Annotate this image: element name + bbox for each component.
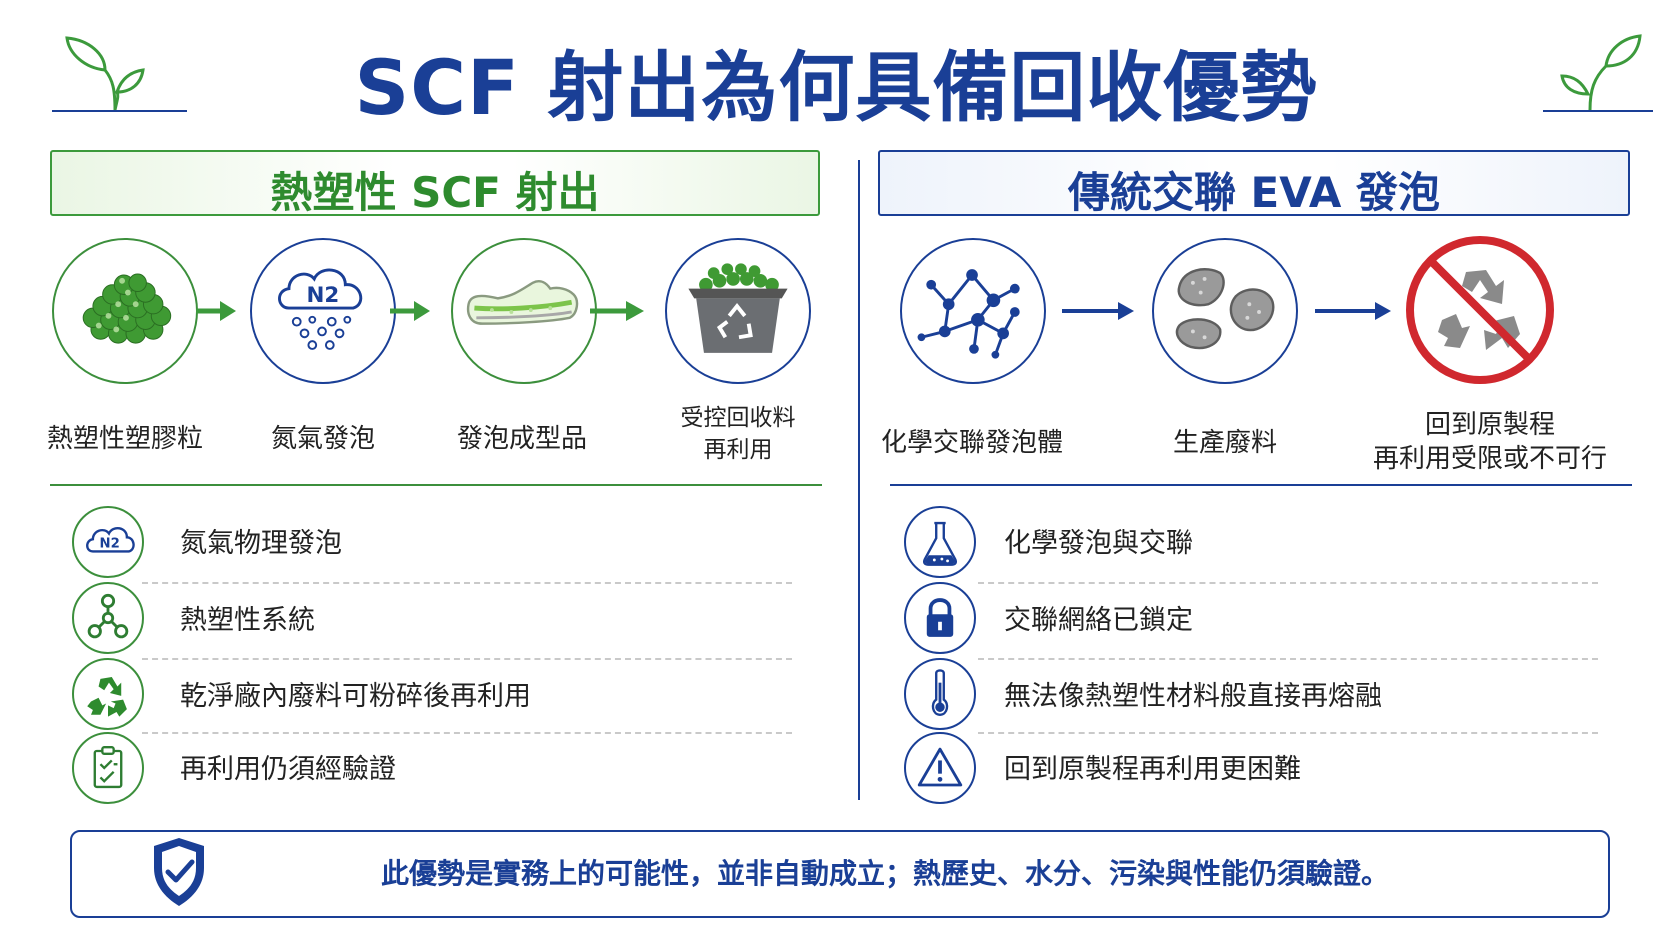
nitrogen-cloud-icon: N2 (250, 238, 396, 384)
clipboard-check-icon (72, 732, 144, 804)
recycle-icon (72, 658, 144, 730)
step-label-reuse-limited-line2: 再利用受限或不可行 (1372, 444, 1607, 474)
n2-badge: N2 (306, 283, 339, 308)
step-label-molded: 發泡成型品 (456, 424, 587, 454)
step-label-crosslinked: 化學交聯發泡體 (880, 428, 1063, 458)
leaf-icon-left (55, 30, 195, 120)
flow-arrow-3 (590, 298, 644, 324)
molecule-icon (72, 582, 144, 654)
pellets-icon (52, 238, 198, 384)
n2-cloud-icon: N2 (72, 506, 144, 578)
crosslinked-network-icon (900, 238, 1046, 384)
title-rule-left (52, 110, 187, 112)
feature-divider (142, 582, 792, 584)
flow-arrow-4 (1062, 298, 1134, 324)
shield-check-icon (148, 834, 210, 910)
left-section-header: 熱塑性 SCF 射出 (50, 150, 820, 216)
flow-arrow-5 (1315, 298, 1391, 324)
feature-text-n2-foaming: 氮氣物理發泡 (180, 528, 342, 559)
leaf-icon-right (1510, 30, 1650, 120)
center-divider (858, 160, 860, 800)
feature-divider (142, 732, 792, 734)
step-label-scrap: 生產廢料 (1172, 428, 1277, 458)
footer-note-box (70, 830, 1610, 918)
feature-text-thermoplastic: 熱塑性系統 (180, 605, 315, 636)
feature-text-recyclable: 乾淨廠內廢料可粉碎後再利用 (180, 681, 531, 712)
right-section-rule (890, 484, 1632, 486)
recycle-bin-icon (665, 238, 811, 384)
lock-icon (904, 582, 976, 654)
feature-divider (978, 732, 1598, 734)
flask-icon (904, 506, 976, 578)
page-title: SCF 射出為何具備回收優勢 (354, 43, 1318, 132)
flow-arrow-2 (390, 298, 430, 324)
right-section-header: 傳統交聯 EVA 發泡 (878, 150, 1630, 216)
thermometer-icon (904, 658, 976, 730)
left-section-rule (50, 484, 822, 486)
footer-note-text: 此優勢是實務上的可能性，並非自動成立；熱歷史、水分、污染與性能仍須驗證。 (380, 857, 1389, 890)
feature-text-no-remelt: 無法像熱塑性材料般直接再熔融 (1004, 681, 1382, 712)
step-label-pellets: 熱塑性塑膠粒 (46, 424, 203, 454)
shoe-sole-icon (451, 238, 597, 384)
title-rule-right (1543, 110, 1653, 112)
feature-n2-badge: N2 (100, 537, 120, 552)
warning-icon (904, 732, 976, 804)
feature-text-chemical-foaming: 化學發泡與交聯 (1004, 528, 1193, 559)
step-label-recycled-line2: 再利用 (703, 437, 773, 463)
foam-scrap-icon (1152, 238, 1298, 384)
feature-text-validation: 再利用仍須經驗證 (180, 754, 396, 785)
feature-text-reuse-difficult: 回到原製程再利用更困難 (1004, 754, 1301, 785)
feature-divider (978, 582, 1598, 584)
no-recycle-icon (1404, 234, 1556, 386)
feature-divider (142, 658, 792, 660)
feature-divider (978, 658, 1598, 660)
flow-arrow-1 (196, 298, 236, 324)
step-label-reuse-limited-line1: 回到原製程 (1424, 410, 1555, 440)
step-label-recycled-line1: 受控回收料 (680, 405, 796, 431)
step-label-foaming: 氮氣發泡 (270, 424, 375, 454)
feature-text-network-locked: 交聯網絡已鎖定 (1004, 605, 1193, 636)
